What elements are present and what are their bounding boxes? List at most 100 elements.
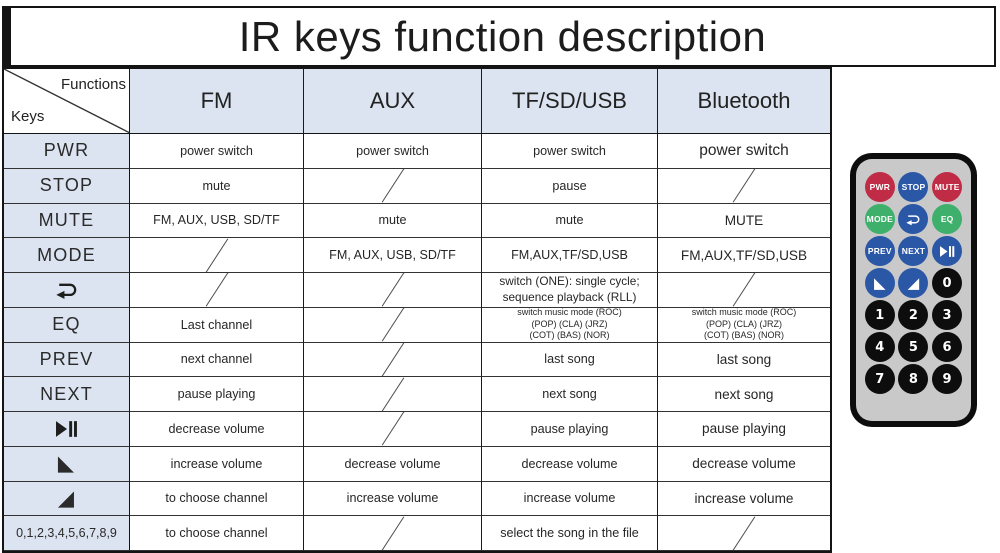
volume-down-icon: ◣ — [57, 451, 76, 476]
column-header-tf-sd-usb: TF/SD/USB — [482, 69, 658, 134]
not-applicable-slash — [381, 342, 404, 377]
remote-button-6: 6 — [932, 332, 963, 362]
remote-button-prev: PREV — [864, 236, 895, 266]
volume-up-icon: ◢ — [57, 485, 76, 510]
remote-button-stop: STOP — [898, 172, 929, 202]
function-cell-r8-tf-sd-usb: next song — [482, 377, 658, 412]
function-cell-r12-tf-sd-usb: select the song in the file — [482, 516, 658, 551]
remote-button-4: 4 — [864, 332, 895, 362]
cell-text: next channel — [180, 352, 253, 367]
function-cell-r6-tf-sd-usb: switch music mode (ROC)(POP) (CLA) (JRZ)… — [482, 307, 658, 343]
remote-button-pwr: PWR — [864, 172, 895, 202]
function-cell-r8-fm: pause playing — [130, 377, 304, 412]
multiline-text: switch music mode (ROC)(POP) (CLA) (JRZ)… — [691, 307, 797, 341]
function-cell-r9-aux — [304, 412, 482, 447]
function-cell-r4-aux: FM, AUX, USB, SD/TF — [304, 238, 482, 273]
cell-text: increase volume — [523, 491, 616, 506]
cell-text: decrease volume — [692, 456, 796, 472]
remote-button-mode: MODE — [864, 204, 895, 234]
remote-button-1: 1 — [864, 300, 895, 330]
cell-text: next song — [542, 387, 597, 402]
remote-button-volume-down: ◣ — [864, 268, 895, 298]
cell-text: FM,AUX,TF/SD,USB — [511, 248, 628, 263]
remote-button-3: 3 — [932, 300, 963, 330]
cell-text: select the song in the file — [500, 526, 639, 541]
keys-axis-label: Keys — [11, 108, 45, 125]
key-cell-next: NEXT — [4, 377, 130, 412]
diagonal-divider — [4, 69, 129, 133]
not-applicable-slash — [732, 168, 756, 203]
cell-text: next song — [714, 386, 774, 402]
not-applicable-slash — [381, 377, 404, 412]
multiline-text: switch music mode (ROC)(POP) (CLA) (JRZ)… — [517, 307, 622, 341]
volume-up-icon: ◢ — [907, 273, 920, 292]
loop-icon — [56, 283, 77, 299]
remote-button-next: NEXT — [898, 236, 929, 266]
not-applicable-slash — [732, 273, 756, 307]
cell-text: power switch — [180, 143, 253, 158]
column-header-fm: FM — [130, 69, 304, 134]
function-cell-r1-aux: power switch — [304, 134, 482, 169]
cell-text: mute — [555, 213, 584, 228]
cell-text: decrease volume — [344, 456, 441, 471]
function-cell-r3-fm: FM, AUX, USB, SD/TF — [130, 203, 304, 239]
column-header-bluetooth: Bluetooth — [658, 69, 830, 134]
cell-text: to choose channel — [165, 491, 268, 506]
remote-button-mute: MUTE — [932, 172, 963, 202]
not-applicable-slash — [381, 307, 404, 342]
remote-button-9: 9 — [932, 364, 963, 394]
cell-text: power switch — [699, 141, 789, 159]
remote-button-eq: EQ — [932, 204, 963, 234]
function-cell-r11-aux: increase volume — [304, 481, 482, 517]
function-cell-r11-tf-sd-usb: increase volume — [482, 481, 658, 517]
not-applicable-slash — [381, 168, 404, 203]
cell-text: last song — [716, 351, 772, 367]
key-cell-mute: MUTE — [4, 203, 130, 239]
cell-text: power switch — [356, 143, 429, 158]
function-cell-r1-tf-sd-usb: power switch — [482, 134, 658, 169]
play-pause-icon — [55, 421, 77, 437]
not-applicable-slash — [381, 412, 404, 446]
function-cell-r3-aux: mute — [304, 203, 482, 239]
function-cell-r10-tf-sd-usb: decrease volume — [482, 446, 658, 482]
volume-down-icon: ◣ — [873, 273, 886, 292]
key-cell-eq: EQ — [4, 307, 130, 343]
function-cell-r2-aux — [304, 168, 482, 204]
page-title: IR keys function description — [238, 12, 767, 60]
key-cell-mode: MODE — [4, 238, 130, 273]
function-cell-r2-bluetooth — [658, 168, 830, 204]
function-cell-r12-fm: to choose channel — [130, 516, 304, 551]
key-cell-loop-icon — [4, 273, 130, 308]
function-cell-r3-bluetooth: MUTE — [658, 204, 830, 239]
cell-text: pause — [552, 178, 587, 193]
function-cell-r6-bluetooth: switch music mode (ROC)(POP) (CLA) (JRZ)… — [658, 308, 830, 343]
not-applicable-slash — [205, 273, 228, 307]
functions-axis-label: Functions — [60, 76, 126, 93]
cell-text: increase volume — [694, 490, 794, 506]
function-cell-r8-bluetooth: next song — [658, 377, 830, 412]
function-cell-r2-fm: mute — [130, 168, 304, 204]
function-cell-r8-aux — [304, 377, 482, 412]
loop-icon — [906, 214, 920, 225]
remote-button-5: 5 — [898, 332, 929, 362]
cell-text: to choose channel — [165, 526, 268, 541]
cell-text: decrease volume — [168, 421, 265, 436]
function-cell-r9-tf-sd-usb: pause playing — [482, 412, 658, 447]
key-cell-volume-up-icon: ◢ — [4, 481, 130, 517]
key-cell-play-pause-icon — [4, 412, 130, 447]
remote-button-volume-up: ◢ — [898, 268, 929, 298]
cell-text: mute — [202, 178, 231, 193]
key-cell-prev: PREV — [4, 342, 130, 378]
remote-button-play-pause — [932, 236, 963, 266]
cell-text: MUTE — [724, 212, 764, 228]
cell-text: pause playing — [702, 421, 786, 437]
function-cell-r10-aux: decrease volume — [304, 446, 482, 482]
function-cell-r7-bluetooth: last song — [658, 343, 830, 378]
remote-button-2: 2 — [898, 300, 929, 330]
function-cell-r5-aux — [304, 273, 482, 308]
function-cell-r12-bluetooth — [658, 516, 830, 551]
key-cell-stop: STOP — [4, 168, 130, 204]
